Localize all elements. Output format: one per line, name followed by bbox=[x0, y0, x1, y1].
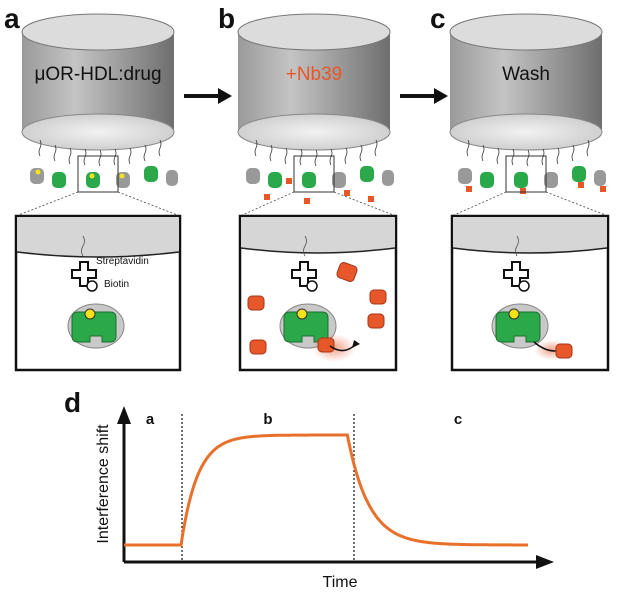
biotin-label: Biotin bbox=[104, 279, 129, 290]
biosensor-cylinder bbox=[21, 13, 175, 151]
zoom-box-b bbox=[293, 155, 335, 193]
biosensor-cylinder bbox=[237, 13, 391, 151]
x-axis-label: Time bbox=[323, 574, 358, 591]
panel-letter-c: c bbox=[430, 3, 446, 34]
y-axis-arrow-icon bbox=[117, 406, 131, 424]
zoom-lines-c bbox=[451, 191, 609, 217]
interference-trace bbox=[124, 433, 528, 547]
zoom-inset-b bbox=[238, 214, 398, 372]
x-axis-arrow-icon bbox=[536, 555, 554, 569]
panel-c: c Wash bbox=[430, 3, 610, 372]
linkers-c bbox=[466, 139, 590, 167]
receptor-icon bbox=[491, 303, 549, 349]
panel-b: b +Nb39 bbox=[218, 3, 398, 372]
condition-label-b: +Nb39 bbox=[286, 64, 343, 85]
zoom-inset-a: R* Streptavidin Biotin bbox=[14, 214, 182, 372]
zoom-lines-a bbox=[15, 191, 181, 217]
zoom-box-a bbox=[77, 155, 119, 193]
biotin-icon bbox=[518, 280, 530, 292]
bound-nanobody-icon bbox=[317, 337, 335, 353]
streptavidin-icon bbox=[503, 261, 529, 287]
biosensor-cylinder bbox=[449, 13, 603, 151]
condition-label-c: Wash bbox=[502, 64, 550, 85]
y-axis-label: Interference shift bbox=[95, 424, 112, 544]
receptors-c bbox=[458, 166, 606, 194]
condition-label-a: μOR-HDL:drug bbox=[34, 64, 161, 85]
linkers-b bbox=[254, 139, 378, 167]
biotin-icon bbox=[306, 280, 318, 292]
streptavidin-icon bbox=[291, 261, 317, 287]
streptavidin-label: Streptavidin bbox=[96, 256, 149, 267]
streptavidin-icon bbox=[71, 261, 97, 287]
phase-label-c: c bbox=[454, 411, 462, 428]
biotin-icon bbox=[86, 280, 98, 292]
nanobody-icons bbox=[247, 262, 387, 355]
panel-a: a μOR-HDL:drug bbox=[4, 3, 182, 372]
panel-letter-d: d bbox=[64, 387, 81, 418]
panel-letter-a: a bbox=[4, 3, 20, 34]
phase-label-a: a bbox=[146, 411, 155, 428]
arrow-a-to-b bbox=[184, 88, 232, 104]
zoom-lines-b bbox=[239, 191, 397, 217]
released-nanobody-icon bbox=[555, 343, 573, 359]
zoom-box-c bbox=[505, 155, 547, 193]
receptor-icon bbox=[67, 303, 125, 349]
linkers-a bbox=[38, 139, 162, 167]
panel-letter-b: b bbox=[218, 3, 235, 34]
receptor-state-label-a: R* bbox=[103, 289, 112, 298]
arrow-b-to-c bbox=[400, 88, 448, 104]
phase-label-b: b bbox=[263, 411, 272, 428]
receptors-a bbox=[30, 166, 178, 188]
zoom-inset-c bbox=[450, 214, 610, 372]
panel-d: d Time Interference shift a b c bbox=[64, 387, 554, 591]
receptors-b bbox=[246, 166, 394, 204]
